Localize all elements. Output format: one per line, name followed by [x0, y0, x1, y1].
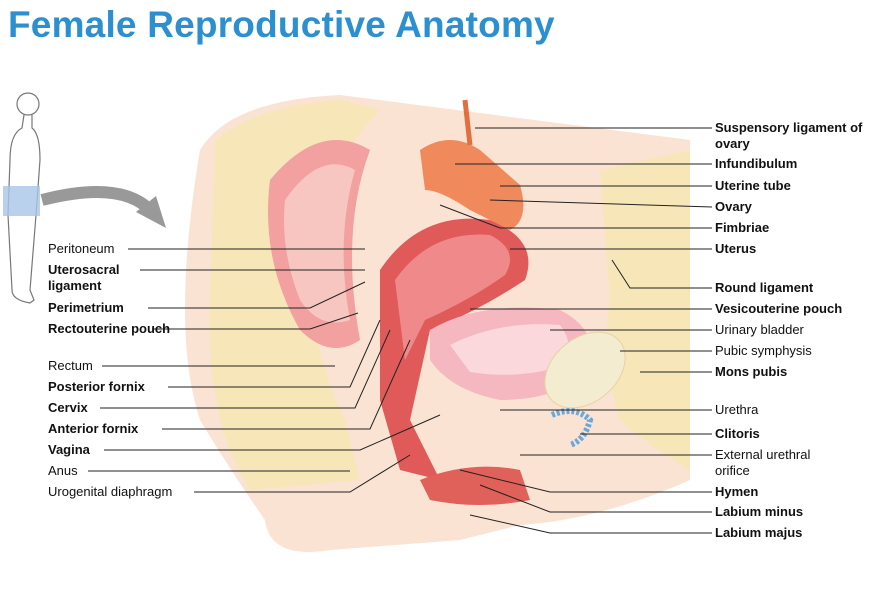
label-vesicouterine-pouch: Vesicouterine pouch: [715, 301, 843, 316]
label-cervix: Cervix: [48, 400, 88, 415]
label-peritoneum: Peritoneum: [48, 241, 115, 256]
page-title: Female Reproductive Anatomy: [8, 4, 555, 45]
label-suspensory-ligament-of-ovary: Suspensory ligament of ovary: [715, 120, 863, 151]
leader-line-labium-majus: [469, 514, 712, 534]
label-anus: Anus: [48, 463, 78, 478]
label-infundibulum: Infundibulum: [715, 156, 798, 171]
label-hymen: Hymen: [715, 484, 759, 499]
pelvic-region-highlight: [3, 186, 40, 216]
label-pubic-symphysis: Pubic symphysis: [715, 343, 812, 358]
label-rectouterine-pouch: Rectouterine pouch: [48, 321, 171, 336]
leader-lines: [88, 127, 713, 534]
label-clitoris: Clitoris: [715, 426, 760, 441]
label-labium-majus: Labium majus: [715, 525, 803, 540]
leader-line-vagina: [104, 414, 441, 451]
label-rectum: Rectum: [48, 358, 93, 373]
label-mons-pubis: Mons pubis: [715, 364, 788, 379]
label-urogenital-diaphragm: Urogenital diaphragm: [48, 484, 173, 499]
label-urinary-bladder: Urinary bladder: [715, 322, 804, 337]
leader-line-perimetrium: [148, 281, 366, 309]
label-external-urethral-orifice: External urethral orifice: [715, 447, 811, 478]
body-silhouette-icon: [7, 92, 41, 304]
leader-line-hymen: [459, 469, 712, 493]
leader-line-anterior-fornix: [162, 339, 411, 430]
label-uterosacral-ligament: Uterosacral ligament: [48, 262, 120, 293]
leader-line-cervix: [100, 329, 391, 409]
label-fimbriae: Fimbriae: [715, 220, 770, 235]
leader-line-rectouterine-pouch: [152, 312, 359, 330]
leader-line-urogenital-diaphragm: [194, 454, 411, 493]
leader-line-round-ligament: [611, 259, 712, 289]
label-labium-minus: Labium minus: [715, 504, 804, 519]
label-vagina: Vagina: [48, 442, 90, 457]
leader-line-fimbriae: [439, 204, 712, 229]
sagittal-section: [185, 95, 690, 552]
label-perimetrium: Perimetrium: [48, 300, 124, 315]
label-posterior-fornix: Posterior fornix: [48, 379, 145, 394]
arrow-icon: [40, 186, 155, 215]
leader-line-posterior-fornix: [168, 319, 381, 388]
label-ovary: Ovary: [715, 199, 752, 214]
label-urethra: Urethra: [715, 402, 759, 417]
label-round-ligament: Round ligament: [715, 280, 814, 295]
label-uterine-tube: Uterine tube: [715, 178, 791, 193]
label-anterior-fornix: Anterior fornix: [48, 421, 139, 436]
leader-line-labium-minus: [479, 484, 712, 513]
leader-line-ovary: [489, 199, 713, 208]
label-uterus: Uterus: [715, 241, 757, 256]
